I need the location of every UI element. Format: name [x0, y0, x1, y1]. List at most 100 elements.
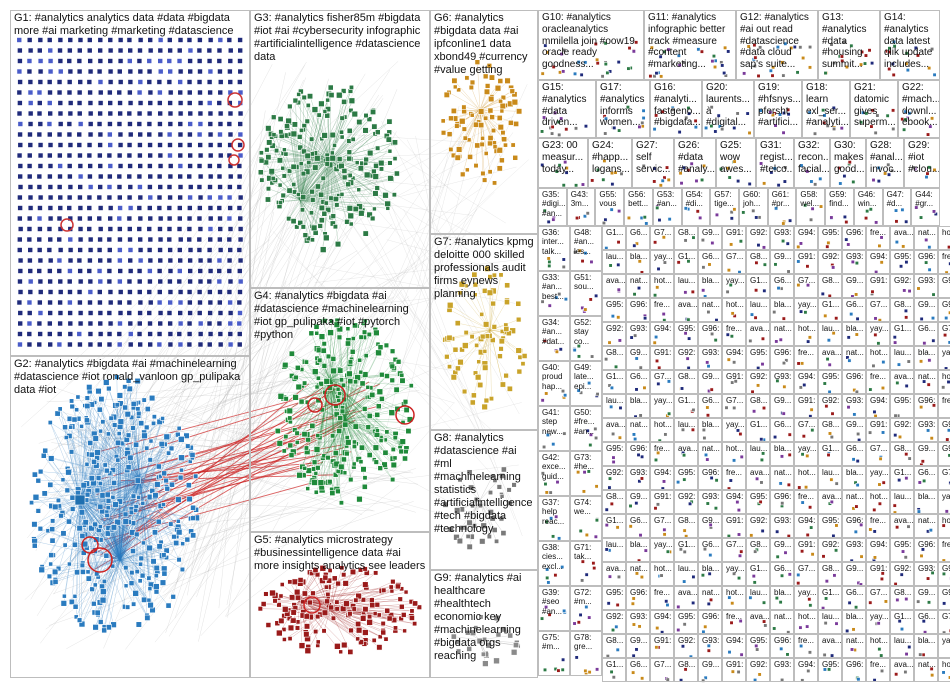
group-label-G4: G4: #analytics #bigdata #ai #datascience…	[254, 290, 427, 342]
small-group-panel: G34: #an... #dat...	[538, 316, 570, 361]
tiny-group-panel: yay...	[650, 394, 674, 418]
small-group-panel: G38: cies... excl...	[538, 541, 570, 586]
tiny-group-panel: ava...	[818, 346, 842, 370]
small-group-panel-label: G44: #gr...	[915, 190, 937, 209]
tiny-group-panel-label: G8...	[678, 372, 695, 381]
tiny-group-panel: G93:	[626, 322, 650, 346]
group-panel-G28: G28: #anal... invoc...	[866, 138, 904, 188]
tiny-group-panel: G8...	[602, 346, 626, 370]
tiny-group-panel-label: G92:	[678, 348, 695, 357]
group-label-G28: G28: #anal... invoc...	[870, 140, 901, 175]
group-panel-G11: G11: #analytics infographic better track…	[644, 10, 736, 80]
tiny-group-panel-label: G96:	[846, 228, 863, 237]
group-panel-G19: G19: #hfsnys... pfersht #artifici...	[754, 80, 802, 138]
tiny-group-panel: bla...	[770, 298, 794, 322]
tiny-group-panel-label: bla...	[630, 396, 647, 405]
tiny-group-panel: hot...	[938, 226, 950, 250]
group-panel-G3: G3: #analytics fisher85m #bigdata #iot #…	[250, 10, 430, 288]
tiny-group-panel: G92:	[746, 226, 770, 250]
tiny-group-panel-label: G7...	[726, 396, 743, 405]
tiny-group-panel-label: G6...	[846, 300, 863, 309]
tiny-group-panel-label: nat...	[702, 300, 719, 309]
tiny-group-panel: G1...	[602, 226, 626, 250]
tiny-group-panel: G92:	[818, 394, 842, 418]
small-group-panel: G59: find...	[825, 188, 854, 226]
tiny-group-panel: G7...	[650, 370, 674, 394]
tiny-group-panel-label: G93:	[846, 396, 863, 405]
tiny-group-panel: lau...	[674, 274, 698, 298]
tiny-group-panel-label: G93:	[630, 324, 647, 333]
tiny-group-panel-label: G1...	[606, 228, 623, 237]
tiny-group-panel: G8...	[674, 370, 698, 394]
tiny-group-panel: hot...	[866, 346, 890, 370]
tiny-group-panel: fre...	[722, 322, 746, 346]
tiny-group-panel: G7...	[722, 250, 746, 274]
tiny-group-panel-label: fre...	[870, 228, 887, 237]
tiny-group-panel: G91:	[866, 274, 890, 298]
tiny-group-panel-label: hot...	[942, 372, 950, 381]
tiny-group-panel-label: nat...	[846, 348, 863, 357]
tiny-group-panel: nat...	[770, 322, 794, 346]
tiny-group-panel: G93:	[770, 370, 794, 394]
tiny-group-panel: G1...	[746, 274, 770, 298]
tiny-group-panel: G8...	[818, 274, 842, 298]
tiny-group-panel-label: lau...	[750, 300, 767, 309]
small-group-panel: G39: #seo #an...	[538, 586, 570, 631]
tiny-group-panel-label: G92:	[822, 396, 839, 405]
tiny-group-panel: G91:	[650, 346, 674, 370]
small-group-panel: G54: #di...	[682, 188, 711, 226]
group-panel-G30: G30: makes good...	[830, 138, 866, 188]
small-group-panel: G50: #fre... #an...	[570, 406, 602, 451]
tiny-group-panel: bla...	[626, 250, 650, 274]
tiny-group-panel-label: G9...	[630, 348, 647, 357]
small-group-panel: G74: we...	[570, 496, 602, 541]
group-panel-G14: G14: #analytics data latest qlik update …	[880, 10, 940, 80]
tiny-group-panel: ava...	[890, 226, 914, 250]
small-group-panel: G75: #m...	[538, 631, 570, 676]
tiny-group-panel: G9...	[698, 370, 722, 394]
small-group-panel: G73: #he...	[570, 451, 602, 496]
small-group-panel-label: G75: #m...	[542, 633, 567, 652]
group-label-G26: G26: #data #analy...	[678, 140, 713, 175]
tiny-group-panel-label: lau...	[678, 276, 695, 285]
tiny-group-panel-label: G9...	[702, 228, 719, 237]
tiny-group-panel-label: G1...	[750, 276, 767, 285]
tiny-group-panel: G96:	[914, 250, 938, 274]
tiny-group-panel: G95:	[746, 346, 770, 370]
small-group-panel: G71: tak...	[570, 541, 602, 586]
tiny-group-panel-label: G91:	[798, 396, 815, 405]
tiny-group-panel: G6...	[770, 274, 794, 298]
tiny-group-panel: G6...	[914, 322, 938, 346]
small-group-panel-label: G33: #an... best...	[542, 273, 567, 301]
small-group-panel-label: G36: inter... talk...	[542, 228, 567, 256]
small-group-panel-label: G73: #he...	[574, 453, 599, 472]
group-label-G12: G12: #analytics #ai out read #datascienc…	[740, 12, 815, 71]
group-label-G1: G1: #analytics analytics data #data #big…	[14, 12, 247, 38]
group-label-G7: G7: #analytics kpmg deloitte 000 skilled…	[434, 236, 535, 301]
tiny-group-panel: G1...	[818, 298, 842, 322]
small-group-panel-label: G53: #an...	[657, 190, 679, 209]
group-label-G6: G6: #analytics #bigdata data #ai ipfconl…	[434, 12, 535, 77]
tiny-group-panel: G93:	[770, 226, 794, 250]
tiny-group-panel-label: G92:	[750, 372, 767, 381]
tiny-group-panel-label: G91:	[726, 228, 743, 237]
small-group-panel-label: G40: proud hap...	[542, 363, 567, 391]
tiny-group-panel: G95:	[818, 370, 842, 394]
group-label-G5: G5: #analytics microstrategy #businessin…	[254, 534, 427, 573]
tiny-group-panel: G7...	[650, 226, 674, 250]
tiny-group-panel: G92:	[674, 346, 698, 370]
tiny-group-panel: yay...	[794, 298, 818, 322]
tiny-group-panel: G91:	[722, 370, 746, 394]
small-group-panel: G35: #digi... #an...	[538, 188, 567, 226]
tiny-group-panel: yay...	[866, 322, 890, 346]
tiny-group-panel-label: G96:	[774, 348, 791, 357]
small-group-panel: G43: 3m...	[567, 188, 596, 226]
group-panel-G12: G12: #analytics #ai out read #datascienc…	[736, 10, 818, 80]
tiny-group-panel-label: G7...	[870, 300, 887, 309]
small-group-panel: G44: #gr...	[911, 188, 940, 226]
tiny-group-panel-label: G9...	[702, 372, 719, 381]
small-group-panel-label: G41: step new...	[542, 408, 567, 436]
tiny-group-panel-label: lau...	[606, 252, 623, 261]
tiny-group-panel: G8...	[890, 298, 914, 322]
small-group-panel-label: G38: cies... excl...	[542, 543, 567, 571]
